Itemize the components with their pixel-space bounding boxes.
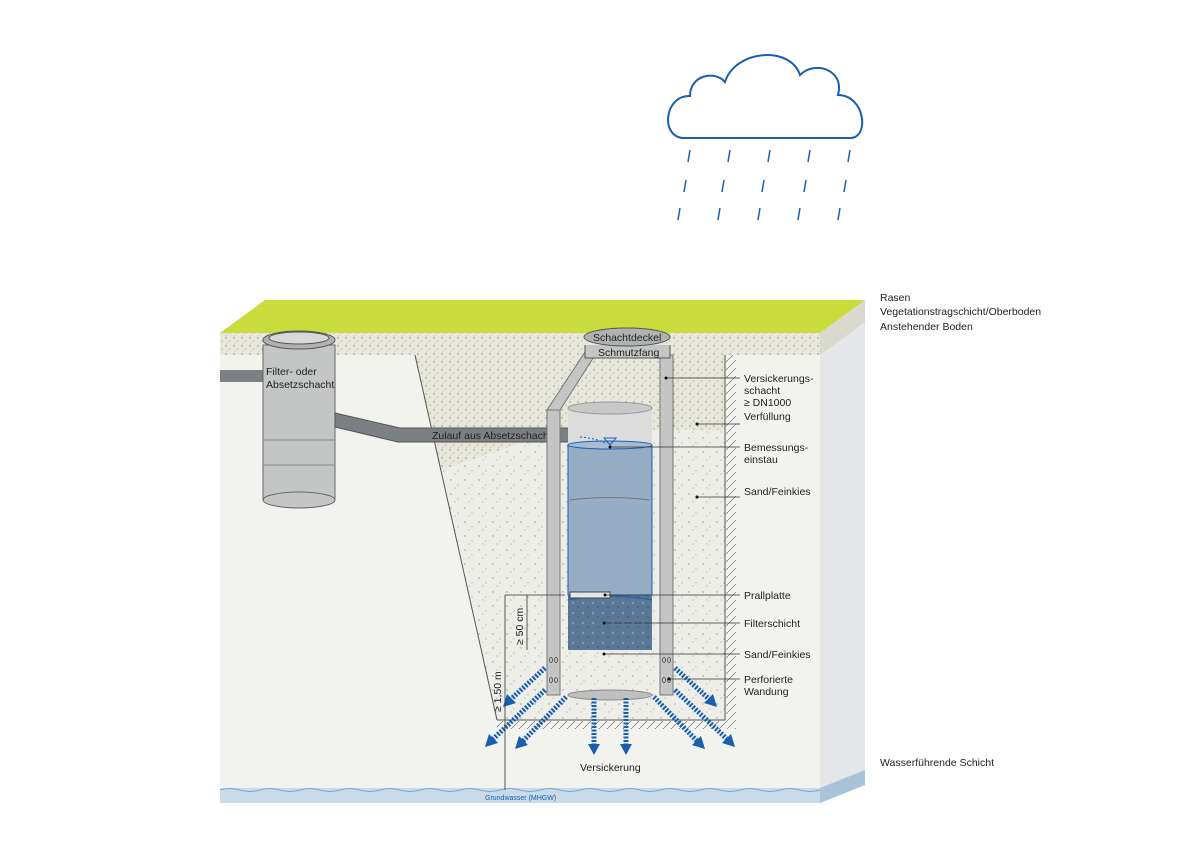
component-labels: Versickerungs- schacht ≥ DN1000 Verfüllu… (744, 292, 1041, 769)
filter-shaft-label-2: Absetzschacht (266, 379, 334, 391)
leader-lines (602, 376, 740, 681)
sand-layer (568, 650, 652, 695)
filter-settling-shaft: Filter- oder Absetzschacht (220, 330, 336, 509)
design-level-label-1: Bemessungs- (744, 442, 809, 454)
infiltration-arrows: Versickerung (485, 666, 735, 774)
sand-gravel-label-top: Sand/Feinkies (744, 486, 811, 498)
rain-cloud-icon (667, 54, 864, 221)
perforated-wall-label-1: Perforierte (744, 674, 793, 686)
filter-layer-label: Filterschicht (744, 618, 800, 630)
design-water-level (567, 444, 653, 596)
shaft-label-1: Versickerungs- (744, 373, 814, 385)
infiltration-shaft: Schachtdeckel Schmutzfang (546, 327, 674, 701)
sand-gravel-label-bottom: Sand/Feinkies (744, 649, 811, 661)
shaft-label-2: schacht (744, 385, 780, 397)
rain-drops (677, 149, 851, 221)
perforation-holes (549, 657, 671, 683)
lawn-label: Rasen (880, 292, 911, 304)
backfill-label: Verfüllung (744, 411, 791, 423)
dirt-trap-label: Schmutzfang (598, 347, 659, 359)
impact-plate-label: Prallplatte (744, 590, 791, 602)
inlet-pipe (220, 370, 265, 382)
manhole-cover: Schachtdeckel Schmutzfang (583, 327, 671, 359)
groundwater-label: Grundwasser (MHGW) (485, 795, 556, 802)
design-level-label-2: einstau (744, 454, 778, 466)
filter-shaft-label-1: Filter- oder (266, 366, 317, 378)
dimension-150m: ≥ 1,50 m (492, 671, 504, 712)
dimension-lines: ≥ 50 cm ≥ 1,50 m Grundwasser (MHGW) (485, 594, 565, 802)
inlet-label: Zulauf aus Absetzschacht (432, 430, 552, 442)
shaft-label-3: ≥ DN1000 (744, 397, 791, 409)
filter-layer (568, 595, 652, 650)
manhole-cover-label: Schachtdeckel (593, 332, 661, 344)
native-soil-label: Anstehender Boden (880, 321, 973, 333)
grass-surface (220, 300, 865, 333)
aquifer-label: Wasserführende Schicht (880, 757, 994, 769)
dimension-50cm: ≥ 50 cm (514, 607, 526, 645)
perforated-wall-label-2: Wandung (744, 686, 789, 698)
topsoil-label: Vegetationstragschicht/Oberboden (880, 306, 1041, 318)
infiltration-label: Versickerung (580, 762, 641, 774)
